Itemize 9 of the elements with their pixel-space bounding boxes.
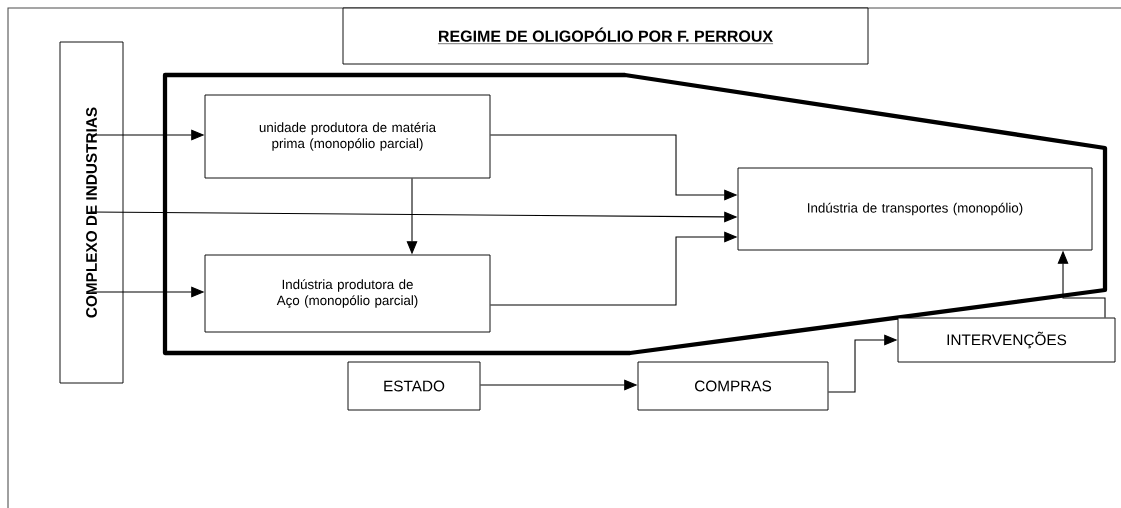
process-box: INTERVENÇÕES xyxy=(897,317,1116,363)
enclosure-outline xyxy=(162,72,1108,356)
vertical-label-box: COMPLEXO DE INDUSTRIAS xyxy=(59,41,124,384)
process-box: Indústria de transportes (monopólio) xyxy=(737,167,1093,251)
process-box: COMPRAS xyxy=(637,361,829,411)
process-box: unidade produtora de matéria prima (monopólio parcial) xyxy=(204,94,491,179)
title-box: REGIME DE OLIGOPÓLIO POR F. PERROUX xyxy=(342,7,869,65)
process-box: Indústria produtora de Aço (monopólio parcial) xyxy=(204,254,491,333)
process-box: ESTADO xyxy=(347,361,481,411)
